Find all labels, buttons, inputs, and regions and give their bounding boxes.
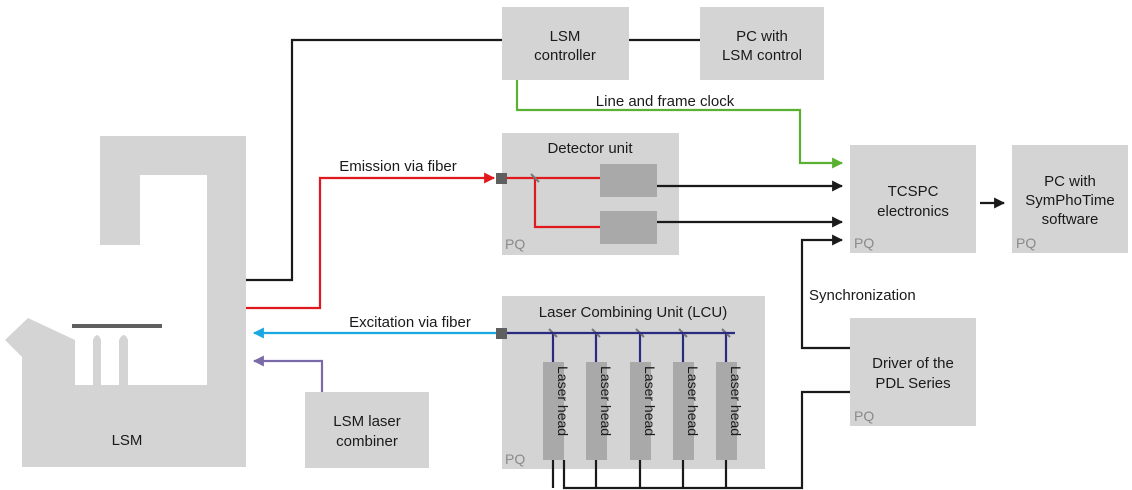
detector-unit-label: Detector unit [547,140,633,157]
detector-1 [600,164,657,197]
lsm-laser-combiner-box: LSM laser combiner [305,392,429,468]
lsm-controller-line [246,38,502,282]
detector-unit-box: Detector unit PQ [502,133,679,255]
laser-head-label-2: Laser head [598,366,614,436]
detector-pq-badge: PQ [505,236,525,252]
lsm-laser-combiner-label-1: LSM laser [333,413,401,430]
laser-head-4: Laser head [673,328,701,460]
lsm-controller-box: LSM controller [502,7,629,80]
pdl-driver-label-2: PDL Series [875,375,950,392]
lsm-label: LSM [112,432,143,449]
lcu-fiber-port [496,328,507,339]
laser-head-body-5 [716,362,737,460]
pdl-driver-label-1: Driver of the [872,355,954,372]
laser-head-body-2 [586,362,607,460]
laser-head-label-5: Laser head [728,366,744,436]
emission-label: Emission via fiber [339,158,457,175]
lsm-microscope: LSM [5,136,246,467]
lsm-laser-combiner-label-2: combiner [336,433,398,450]
pdl-driver-box: Driver of the PDL Series PQ [850,318,976,426]
laser-head-body-1 [543,362,564,460]
pc-symphotime-pq-badge: PQ [1016,235,1036,251]
pc-symphotime-box: PC with SymPhoTime software PQ [1012,145,1128,253]
laser-heads: Laser head Laser head Laser head Laser head… [543,328,744,460]
lsm-controller-label-1: LSM [550,28,581,45]
tcspc-box: TCSPC electronics PQ [850,145,976,253]
line-frame-clock-line [515,80,844,169]
lcu-box: Laser Combining Unit (LCU) PQ Laser head… [502,296,765,469]
laser-head-1: Laser head [543,328,571,460]
trigger-drops [551,460,728,488]
lcu-pq-badge: PQ [505,451,525,467]
lsm-gap-right [128,330,162,385]
pc-symphotime-label-3: software [1042,211,1099,228]
tcspc-label-1: TCSPC [888,183,939,200]
lsm-stage [72,324,162,328]
laser-head-body-4 [673,362,694,460]
pdl-trigger-bus [562,390,850,490]
lsm-gap-left [75,330,93,385]
pc-lsm-control-label-2: LSM control [722,47,802,64]
detector-fiber-port [496,173,507,184]
laser-head-2: Laser head [586,328,614,460]
lsm-controller-label-2: controller [534,47,596,64]
laser-head-label-4: Laser head [685,366,701,436]
tcspc-pq-badge: PQ [854,235,874,251]
emission-line [246,172,496,310]
line-frame-clock-label: Line and frame clock [596,93,735,110]
pc-lsm-control-label-1: PC with [736,28,788,45]
excitation-label: Excitation via fiber [349,314,471,331]
laser-head-label-3: Laser head [642,366,658,436]
laser-head-label-1: Laser head [555,366,571,436]
lcu-label: Laser Combining Unit (LCU) [539,304,727,321]
sync-line [800,234,850,350]
pc-symphotime-label-1: PC with [1044,173,1096,190]
tcspc-label-2: electronics [877,203,949,220]
beam-splitter [530,173,540,183]
pc-lsm-control-box: PC with LSM control [700,7,824,80]
emission-internal-2 [533,178,600,229]
laser-head-body-3 [630,362,651,460]
laser-head-3: Laser head [630,328,658,460]
pc-symphotime-label-2: SymPhoTime [1025,192,1114,209]
combiner-lsm-line [252,355,324,392]
sync-label: Synchronization [809,287,916,304]
detector-2 [600,211,657,244]
lsm-gap-mid [101,330,119,385]
pdl-driver-pq-badge: PQ [854,408,874,424]
